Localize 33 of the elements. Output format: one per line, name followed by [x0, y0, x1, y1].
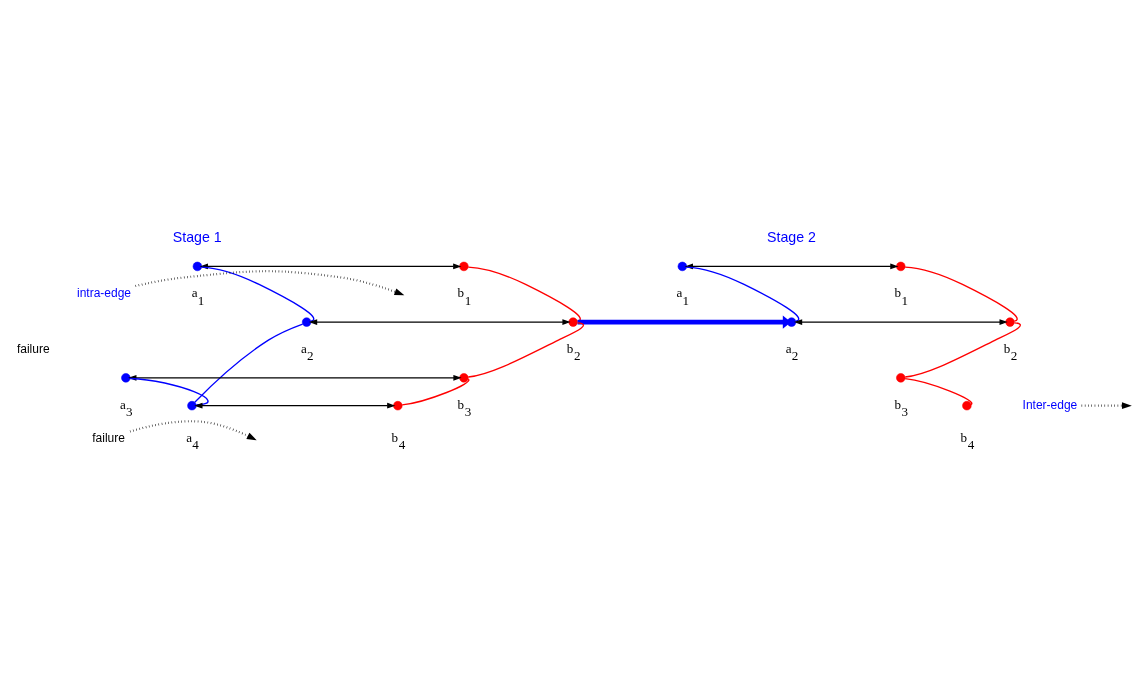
connector [904, 266, 1018, 322]
node-text: Inter-edge [1022, 397, 1078, 412]
connector [686, 266, 800, 322]
arrow [308, 319, 571, 325]
connector [467, 322, 585, 378]
node-circle [896, 373, 906, 383]
node-circle [121, 373, 131, 383]
node-text: Stage 1 [172, 228, 222, 245]
node-circle [677, 261, 687, 272]
node-circle [1005, 317, 1015, 327]
connector [194, 323, 304, 403]
label: failure [16, 342, 50, 357]
node-circle [568, 317, 578, 327]
node-circle [393, 401, 403, 411]
connector [904, 377, 973, 406]
connector [401, 378, 470, 406]
node-text: intra-edge [76, 286, 132, 301]
connector [129, 377, 209, 406]
arrow [793, 319, 1008, 325]
node-circle [896, 261, 906, 272]
node-circle [962, 401, 972, 411]
node-circle [786, 317, 797, 327]
node-circle [301, 317, 312, 327]
node-text: failure [92, 431, 125, 446]
node-circle [187, 401, 197, 411]
arrow [194, 402, 396, 409]
node-circle [192, 261, 203, 272]
node-circle [459, 373, 469, 383]
connector [201, 266, 315, 322]
node-text: Stage 2 [767, 228, 816, 245]
connector [467, 266, 581, 322]
connector [904, 322, 1022, 378]
node-circle [459, 261, 469, 272]
